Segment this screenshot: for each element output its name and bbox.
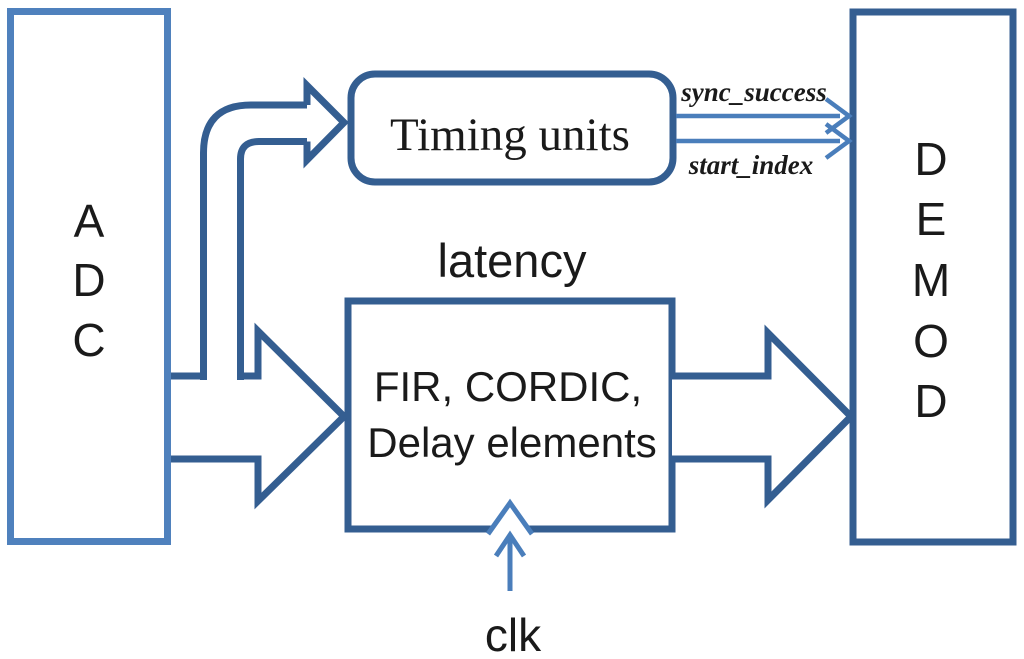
start-index-label: start_index (688, 150, 814, 180)
demod-letter: D (914, 133, 947, 185)
sync-success-label: sync_success (680, 77, 826, 107)
adc-label: A D C (72, 195, 105, 366)
fir-cordic-block (344, 297, 676, 533)
fir-cordic-label: FIR, CORDIC, Delay elements (367, 363, 656, 466)
demod-letter: O (913, 315, 949, 367)
bent-arrow-adc-to-timing (200, 77, 349, 381)
demod-letter: E (916, 193, 947, 245)
clk-label: clk (485, 609, 542, 659)
start-index-arrowhead-icon (824, 122, 853, 160)
fir-cordic-label-line2: Delay elements (367, 419, 656, 466)
block-arrow-adc-to-fir (171, 322, 349, 510)
clock-input-chevron-icon (485, 498, 535, 536)
clk-arrowhead-icon (493, 530, 527, 558)
bent-arrow-pipe-fill (207, 108, 304, 381)
fir-cordic-label-line1: FIR, CORDIC, (374, 363, 642, 410)
adc-letter: D (72, 254, 105, 306)
bent-arrow-head (303, 77, 349, 169)
adc-letter: C (72, 314, 105, 366)
start-index-arrow (676, 122, 853, 160)
bent-arrow-outer-line (200, 101, 307, 380)
adc-block (7, 8, 171, 545)
clk-arrow (493, 530, 527, 591)
demod-label: D E M O D (912, 133, 950, 427)
timing-units-block (347, 70, 677, 186)
latency-label: latency (438, 234, 587, 287)
adc-letter: A (74, 195, 105, 247)
bent-arrow-inner-line (237, 138, 307, 380)
demod-letter: D (914, 375, 947, 427)
timing-units-label: Timing units (390, 109, 630, 161)
demod-letter: M (912, 254, 950, 306)
demod-block (849, 8, 1017, 546)
block-arrow-fir-to-demod (672, 324, 856, 509)
